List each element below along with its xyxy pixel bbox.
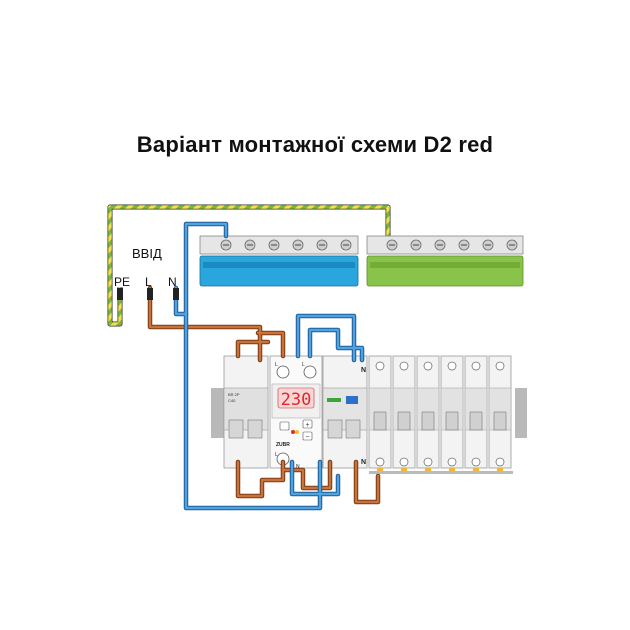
load-breaker-terminal [399, 457, 409, 467]
module-row [368, 355, 513, 474]
main-breaker: BR 2P C40 [223, 355, 269, 469]
relay-up-button[interactable] [302, 419, 313, 429]
load-breaker-lever[interactable] [397, 411, 411, 431]
comb-busbar [369, 471, 513, 474]
relay-terminal-top-right: L [302, 362, 305, 368]
din-rail-left [211, 388, 224, 438]
load-breaker-lever[interactable] [469, 411, 483, 431]
relay-brand: ZUBR [276, 442, 290, 448]
input-terminal-ends [117, 288, 179, 300]
relay-led-red [291, 430, 295, 434]
relay-display [277, 387, 315, 409]
load-breaker-terminal [471, 361, 481, 371]
relay-display-value: 230 [281, 390, 312, 410]
rcd-terminal-top: N [361, 367, 366, 374]
load-breaker-terminal [447, 361, 457, 371]
load-breaker-terminal [447, 457, 457, 467]
svg-text:C40: C40 [228, 398, 236, 403]
terminal-label-l: L [145, 275, 152, 289]
load-breaker-comb [449, 468, 455, 471]
line-wires-inner [148, 286, 380, 504]
relay-terminal-top-left: L [275, 362, 278, 368]
rcd-terminal-bottom: N [361, 459, 366, 466]
voltage-relay: 230 + − ZUBR L L L N [269, 355, 323, 470]
load-breaker-comb [401, 468, 407, 471]
load-breaker-terminal [423, 361, 433, 371]
terminal-label-pe: PE [114, 275, 130, 289]
relay-led-yellow [295, 430, 299, 434]
load-breaker-terminal [495, 361, 505, 371]
din-rail-right [515, 388, 527, 438]
load-breaker-terminal [375, 457, 385, 467]
page-title: Варіант монтажної схеми D2 red [136, 132, 494, 157]
load-breaker-terminal [375, 361, 385, 371]
relay-terminal-bottom-left: L [275, 452, 278, 458]
terminal-label-n: N [168, 275, 177, 289]
load-breaker-comb [377, 468, 383, 471]
load-breaker-lever[interactable] [373, 411, 387, 431]
svg-text:−: − [305, 434, 309, 441]
svg-text:+: + [305, 422, 309, 429]
rcd-module: N N [322, 355, 368, 469]
load-breaker-lever[interactable] [421, 411, 435, 431]
svg-text:BR 2P: BR 2P [228, 392, 240, 397]
load-breaker-comb [497, 468, 503, 471]
relay-menu-button[interactable] [279, 421, 290, 431]
load-breaker-comb [425, 468, 431, 471]
load-breaker-terminal [423, 457, 433, 467]
neutral-wires-inner [174, 222, 364, 510]
load-breaker-terminal [399, 361, 409, 371]
load-breaker-terminal [471, 457, 481, 467]
relay-terminal-bottom-right: N [296, 464, 300, 470]
load-breaker-terminal [495, 457, 505, 467]
relay-down-button[interactable] [302, 431, 313, 441]
input-label: ВВІД [132, 246, 162, 261]
load-breaker-lever[interactable] [493, 411, 507, 431]
load-breaker-comb [473, 468, 479, 471]
load-breaker-lever[interactable] [445, 411, 459, 431]
pe-wire [107, 204, 391, 327]
earth-busbar [366, 235, 524, 287]
